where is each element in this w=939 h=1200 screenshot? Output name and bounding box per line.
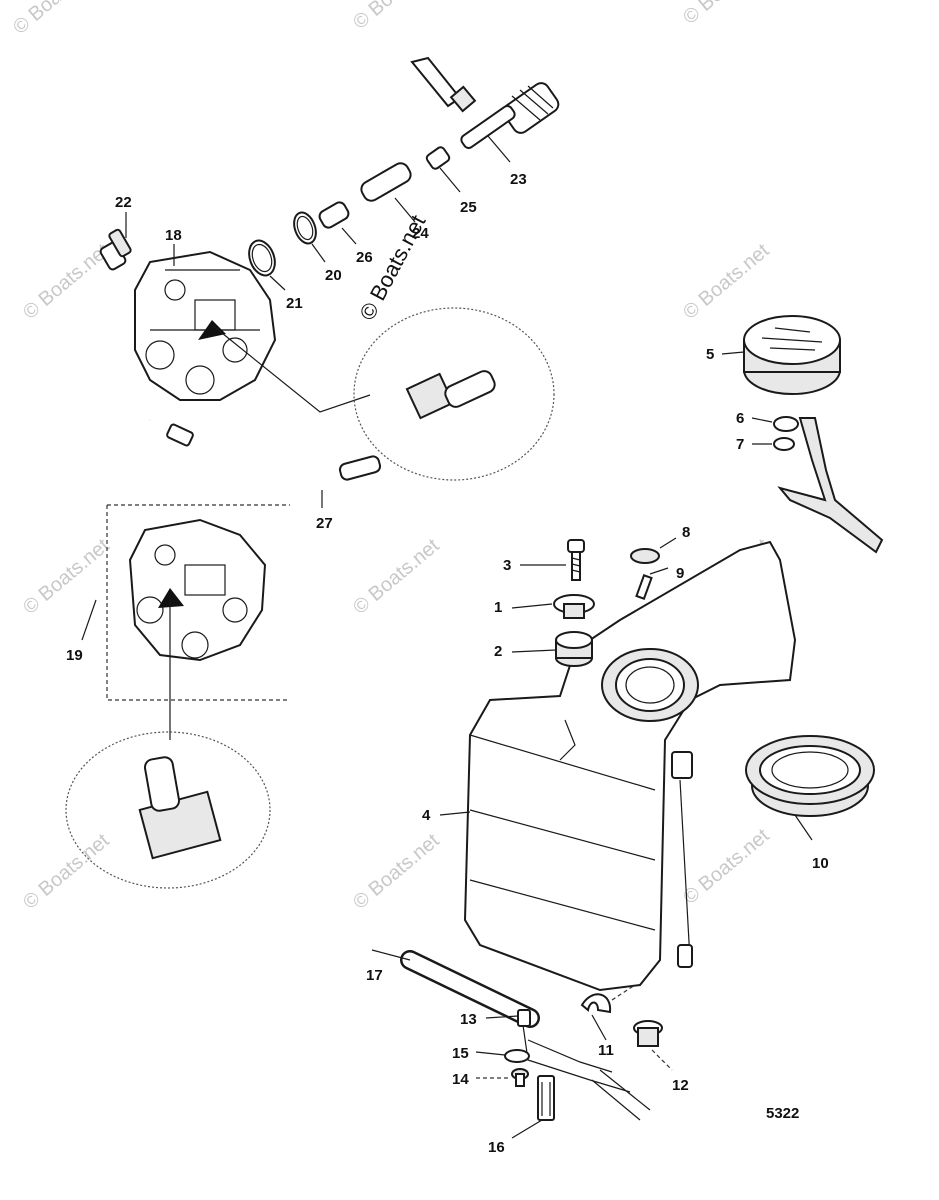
watermark: © Boats.net [679, 239, 774, 323]
callout-11: 11 [598, 1042, 614, 1059]
callout-27: 27 [316, 515, 333, 532]
part-21-oring [248, 239, 276, 277]
leader-4 [439, 811, 471, 816]
leader-23 [487, 135, 511, 163]
callout-4: 4 [422, 807, 431, 824]
leader-1 [511, 603, 553, 609]
part-3-screw [567, 539, 585, 581]
callout-12: 12 [672, 1077, 689, 1094]
part-9-screw [635, 574, 653, 600]
part-1-bushing [553, 594, 595, 619]
callout-24: 24 [412, 225, 429, 242]
callout-16: 16 [488, 1139, 505, 1156]
leader-12 [651, 1049, 673, 1071]
leader-18-arrow [211, 324, 371, 413]
callout-6: 6 [736, 410, 744, 427]
part-11-clamp [580, 993, 612, 1014]
callout-22: 22 [115, 194, 132, 211]
watermark: © Boats.net [9, 0, 104, 39]
part-17-hose [400, 950, 540, 1028]
part-18-engine-block [134, 250, 277, 401]
part-20-oring [293, 211, 317, 245]
leader-9 [649, 567, 669, 575]
part-26-sleeve [318, 201, 350, 229]
part-22-bolt [99, 228, 132, 271]
callout-8: 8 [682, 524, 690, 541]
part-23-fitting [410, 56, 560, 149]
part-6-washer [773, 416, 799, 432]
diagram-id: 5322 [766, 1105, 799, 1122]
part-4-oil-tank [463, 540, 797, 992]
watermark: © Boats.net [349, 829, 444, 913]
detail-circle-lower [65, 731, 271, 889]
watermark: © Boats.net [349, 0, 444, 34]
leader-2 [511, 649, 557, 653]
watermark: © Boats.net [19, 534, 114, 618]
callout-13: 13 [460, 1011, 477, 1028]
callout-20: 20 [325, 267, 342, 284]
part-7-washer [773, 437, 795, 451]
leader-15 [475, 1051, 506, 1056]
leader-25 [439, 167, 461, 193]
part-27-line [148, 417, 382, 493]
callout-19: 19 [66, 647, 83, 664]
watermark: © Boats.net [19, 829, 114, 913]
callout-25: 25 [460, 199, 477, 216]
callout-10: 10 [812, 855, 829, 872]
leader-11-dash [611, 984, 636, 1001]
leader-6 [751, 417, 773, 423]
callout-23: 23 [510, 171, 527, 188]
leader-8 [659, 537, 677, 549]
leader-21 [269, 275, 286, 291]
watermark: © Boats.net [349, 534, 444, 618]
part-10-grommet [745, 735, 875, 817]
callout-3: 3 [503, 557, 511, 574]
watermark: © Boats.net [679, 824, 774, 908]
leader-11 [591, 1014, 607, 1041]
part-25-adapter [425, 146, 451, 170]
leader-19 [81, 599, 97, 641]
callout-26: 26 [356, 249, 373, 266]
leader-16 [511, 1119, 543, 1139]
watermark: © Boats.net [679, 0, 774, 29]
callout-15: 15 [452, 1045, 469, 1062]
callout-1: 1 [494, 599, 502, 616]
callout-7: 7 [736, 436, 744, 453]
leader-17 [371, 949, 411, 961]
callout-21: 21 [286, 295, 303, 312]
leader-10 [794, 814, 813, 841]
watermark: © Boats.net [19, 239, 114, 323]
callout-5: 5 [706, 346, 714, 363]
callout-14: 14 [452, 1071, 469, 1088]
leader-13 [485, 1015, 519, 1019]
part-5-cap [743, 315, 841, 395]
leader-5 [721, 351, 745, 355]
callout-18: 18 [165, 227, 182, 244]
part-24-tube [360, 162, 412, 202]
part-19-engine-block [106, 504, 290, 701]
part-8-grommet [630, 548, 660, 564]
bracket [777, 417, 884, 554]
part-2-grommet [555, 631, 593, 667]
part-16-sleeve [537, 1075, 555, 1121]
part-13-sender [517, 1009, 651, 1121]
part-12-fitting [633, 1020, 663, 1047]
leader-26 [341, 227, 357, 245]
callout-2: 2 [494, 643, 502, 660]
part-14-screw [511, 1068, 529, 1087]
callout-17: 17 [366, 967, 383, 984]
arrow-18 [198, 320, 226, 340]
leader-20 [311, 243, 326, 263]
arrow-19 [158, 588, 184, 608]
detail-circle-upper [353, 307, 555, 481]
callout-9: 9 [676, 565, 684, 582]
part-15-washer [504, 1049, 530, 1063]
leader-24 [394, 197, 416, 223]
